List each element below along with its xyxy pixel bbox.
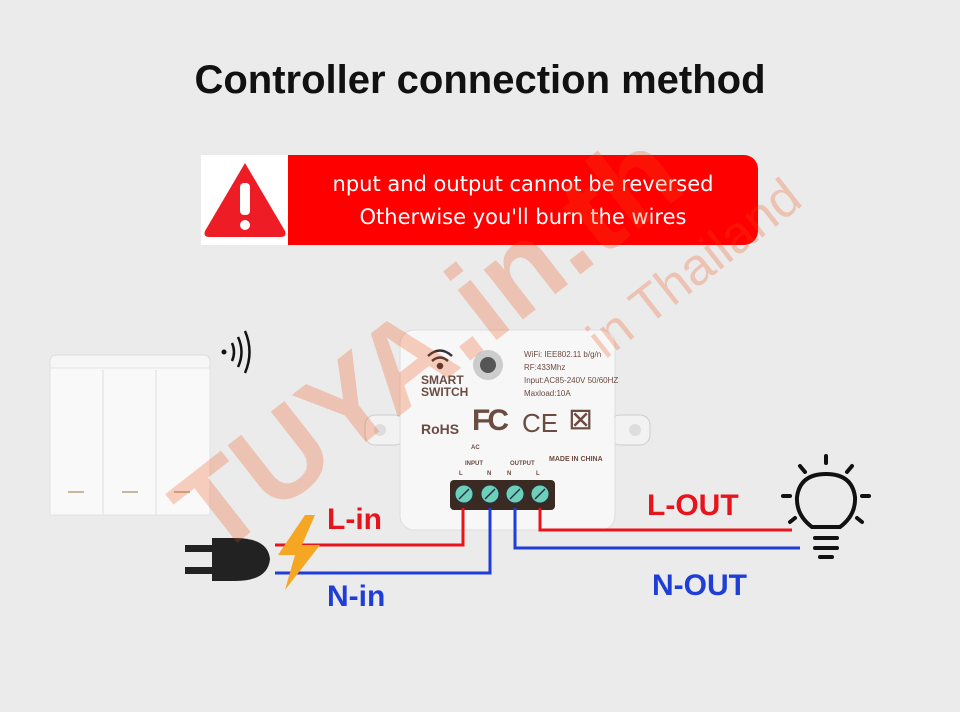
rohs-logo: RoHS [421,421,460,437]
l-in-wire [275,508,465,547]
n-in-label: N-in [327,580,386,613]
wires [275,508,800,575]
spec-input: Input:AC85-240V 50/60HZ [524,376,619,385]
l-out-label: L-OUT [647,489,739,522]
n-out-label: N-OUT [652,569,747,602]
spec-maxload: Maxload:10A [524,389,571,398]
spec-rf: RF:433Mhz [524,363,566,372]
device-specs: WiFi: IEE802.11 b/g/n RF:433Mhz Input:AC… [524,348,618,400]
input-label: INPUT [465,461,483,467]
made-in-label: MADE IN CHINA [549,456,603,463]
warning-line-2: Otherwise you'll burn the wires [359,205,687,229]
l-out-wire [538,508,792,532]
ce-logo: CE [522,408,559,438]
l-in-label: L-in [327,503,382,536]
brand-line-2: SWITCH [421,385,469,399]
spec-wifi: WiFi: IEE802.11 b/g/n [524,350,602,359]
plug-icon [185,538,270,581]
page-title: Controller connection method [194,58,766,102]
wireless-signal-icon [221,330,251,374]
terminal-label: N [487,471,492,477]
light-bulb-icon [781,454,871,559]
terminal-block [450,480,555,510]
wifi-icon [427,349,453,370]
n-out-wire [513,508,800,550]
ac-label: AC [471,445,480,451]
output-label: OUTPUT [510,461,535,467]
fcc-logo: FC [472,404,509,437]
wall-switch [49,354,211,516]
n-in-wire [275,508,492,575]
terminal-label: N [507,471,512,477]
device-brand: SMART SWITCH [421,374,468,398]
smart-switch-device [364,329,651,531]
warning-triangle-icon [204,163,286,237]
terminal-label: L [536,471,540,477]
brand-line-1: SMART [421,373,464,387]
weee-bin-icon: ⊠ [568,403,594,436]
warning-banner: nput and output cannot be reversed Other… [288,155,758,245]
warning-icon-box [201,155,289,245]
warning-line-1: nput and output cannot be reversed [332,172,714,196]
lightning-icon [278,515,320,590]
terminal-label: L [459,471,463,477]
